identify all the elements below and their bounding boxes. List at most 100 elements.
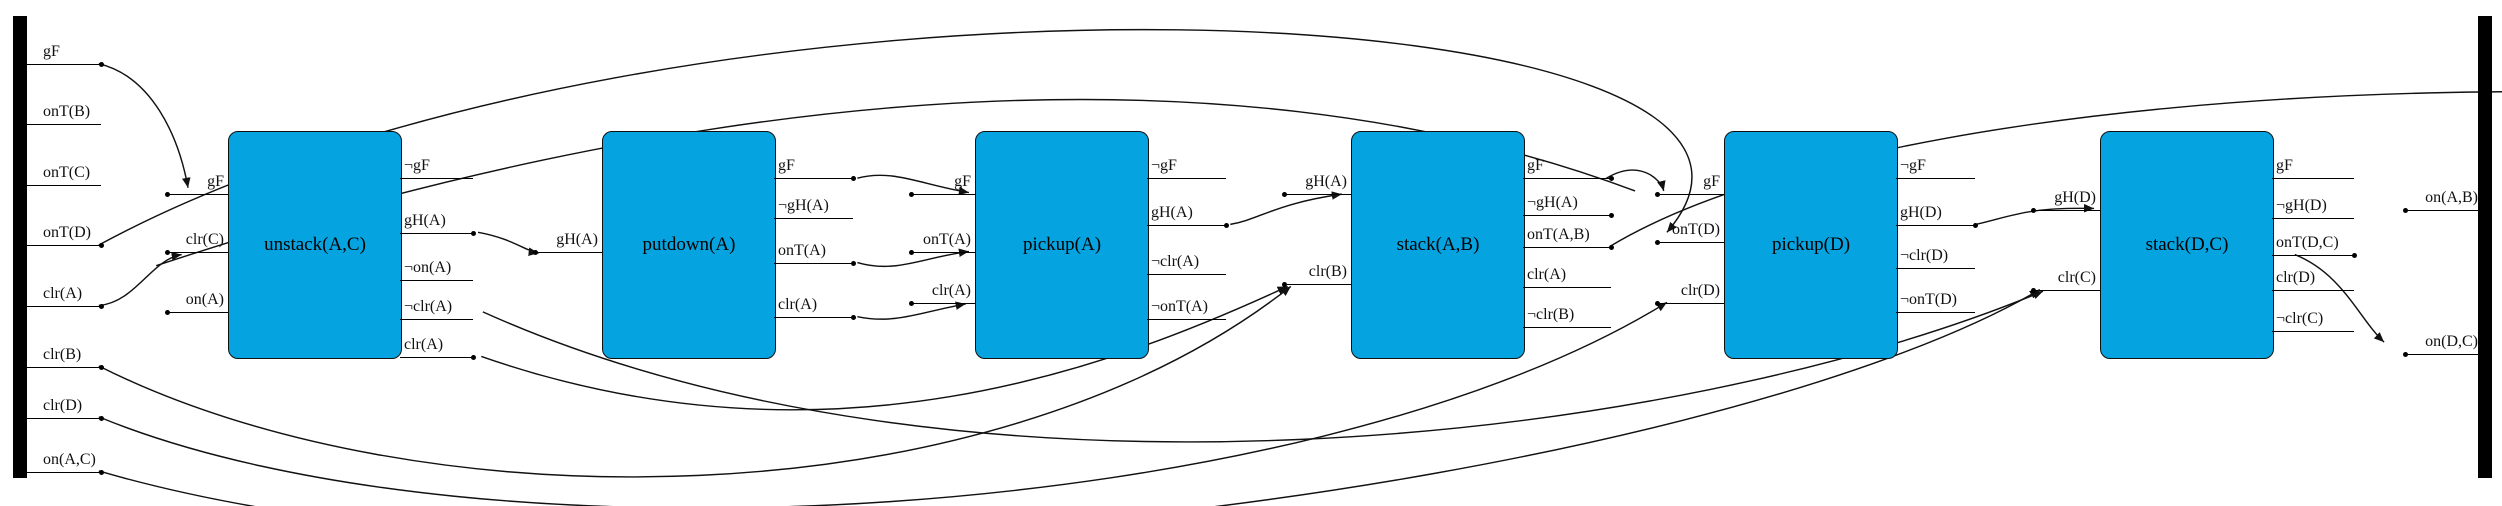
port-label: ¬clr(A) xyxy=(1151,253,1200,270)
port-label: gF xyxy=(43,43,60,60)
port-label: gH(A) xyxy=(1151,204,1193,221)
port-line xyxy=(1147,225,1226,226)
port-connector-dot xyxy=(99,365,104,370)
action-node-unstack[interactable]: unstack(A,C) xyxy=(228,131,402,359)
port-label: on(A,C) xyxy=(43,451,96,468)
port-connector-dot xyxy=(2352,253,2357,258)
port-line xyxy=(1896,225,1975,226)
action-node-pickupd[interactable]: pickup(D) xyxy=(1724,131,1898,359)
port-label: ¬clr(C) xyxy=(2276,310,2324,327)
port-line xyxy=(1896,312,1975,313)
port-line xyxy=(25,306,101,307)
port-label: ¬clr(A) xyxy=(404,298,453,315)
port-label: clr(A) xyxy=(404,336,444,353)
port-line xyxy=(2272,255,2354,256)
port-connector-dot xyxy=(1655,240,1660,245)
action-node-pickup[interactable]: pickup(A) xyxy=(975,131,1149,359)
port-line xyxy=(1523,178,1611,179)
action-node-label: pickup(D) xyxy=(1771,234,1851,255)
port-label: clr(A) xyxy=(931,282,971,299)
port-line xyxy=(25,418,101,419)
port-label: gF xyxy=(954,173,971,190)
action-node-label: stack(D,C) xyxy=(2145,234,2229,255)
port-label: ¬gF xyxy=(1151,157,1177,174)
port-connector-dot xyxy=(1655,301,1660,306)
port-line xyxy=(1523,287,1611,288)
port-line xyxy=(1284,284,1351,285)
port-line xyxy=(400,280,473,281)
port-connector-dot xyxy=(909,301,914,306)
port-label: clr(C) xyxy=(185,231,224,248)
port-line xyxy=(2405,210,2478,211)
port-label: gF xyxy=(1703,173,1720,190)
port-label: gF xyxy=(1527,157,1544,174)
action-node-putdown[interactable]: putdown(A) xyxy=(602,131,776,359)
goal-state-bar xyxy=(2478,16,2492,478)
port-label: clr(A) xyxy=(1527,266,1567,283)
port-label: onT(A) xyxy=(923,231,971,248)
initial-state-bar xyxy=(13,16,27,478)
port-connector-dot xyxy=(471,355,476,360)
port-line xyxy=(1896,178,1975,179)
action-node-label: unstack(A,C) xyxy=(264,234,366,255)
port-line xyxy=(1523,215,1611,216)
port-line xyxy=(911,252,975,253)
port-line xyxy=(167,194,228,195)
port-connector-dot xyxy=(1973,223,1978,228)
port-connector-dot xyxy=(2031,288,2036,293)
port-line xyxy=(774,178,853,179)
port-line xyxy=(25,245,101,246)
port-label: onT(A,B) xyxy=(1527,226,1590,243)
port-connector-dot xyxy=(165,310,170,315)
port-label: on(A) xyxy=(185,291,224,308)
port-line xyxy=(1284,194,1351,195)
port-connector-dot xyxy=(2403,208,2408,213)
port-connector-dot xyxy=(471,231,476,236)
port-line xyxy=(911,303,975,304)
port-label: onT(D) xyxy=(1672,221,1720,238)
port-line xyxy=(25,472,101,473)
port-connector-dot xyxy=(909,192,914,197)
port-connector-dot xyxy=(99,304,104,309)
port-line xyxy=(2272,290,2354,291)
port-connector-dot xyxy=(99,470,104,475)
port-line xyxy=(1657,242,1724,243)
port-connector-dot xyxy=(909,250,914,255)
port-label: gH(A) xyxy=(556,231,598,248)
port-label: on(A,B) xyxy=(2425,189,2478,206)
port-connector-dot xyxy=(851,261,856,266)
port-line xyxy=(1147,178,1226,179)
port-line xyxy=(1657,194,1724,195)
action-node-stackdc[interactable]: stack(D,C) xyxy=(2100,131,2274,359)
port-connector-dot xyxy=(1655,192,1660,197)
port-label: ¬gH(A) xyxy=(778,197,829,214)
port-connector-dot xyxy=(2031,208,2036,213)
port-label: ¬onT(D) xyxy=(1900,291,1958,308)
port-line xyxy=(2272,178,2354,179)
port-connector-dot xyxy=(1224,223,1229,228)
port-connector-dot xyxy=(1609,245,1614,250)
port-label: ¬gH(A) xyxy=(1527,194,1578,211)
port-label: clr(D) xyxy=(1680,282,1720,299)
port-line xyxy=(400,233,473,234)
port-line xyxy=(2272,331,2354,332)
port-label: clr(D) xyxy=(43,397,83,414)
port-label: clr(A) xyxy=(778,296,818,313)
port-label: ¬gF xyxy=(404,157,430,174)
port-line xyxy=(911,194,975,195)
action-node-stackab[interactable]: stack(A,B) xyxy=(1351,131,1525,359)
port-line xyxy=(2405,354,2478,355)
port-line xyxy=(774,263,853,264)
port-label: ¬onT(A) xyxy=(1151,298,1209,315)
port-line xyxy=(1147,319,1226,320)
port-label: onT(B) xyxy=(43,103,91,120)
port-label: gF xyxy=(2276,157,2293,174)
port-label: clr(B) xyxy=(43,346,82,363)
port-line xyxy=(1523,247,1611,248)
port-label: gH(D) xyxy=(1900,204,1942,221)
port-label: clr(C) xyxy=(2057,269,2096,286)
port-label: onT(A) xyxy=(778,242,826,259)
port-label: onT(D) xyxy=(43,224,91,241)
port-line xyxy=(25,124,101,125)
